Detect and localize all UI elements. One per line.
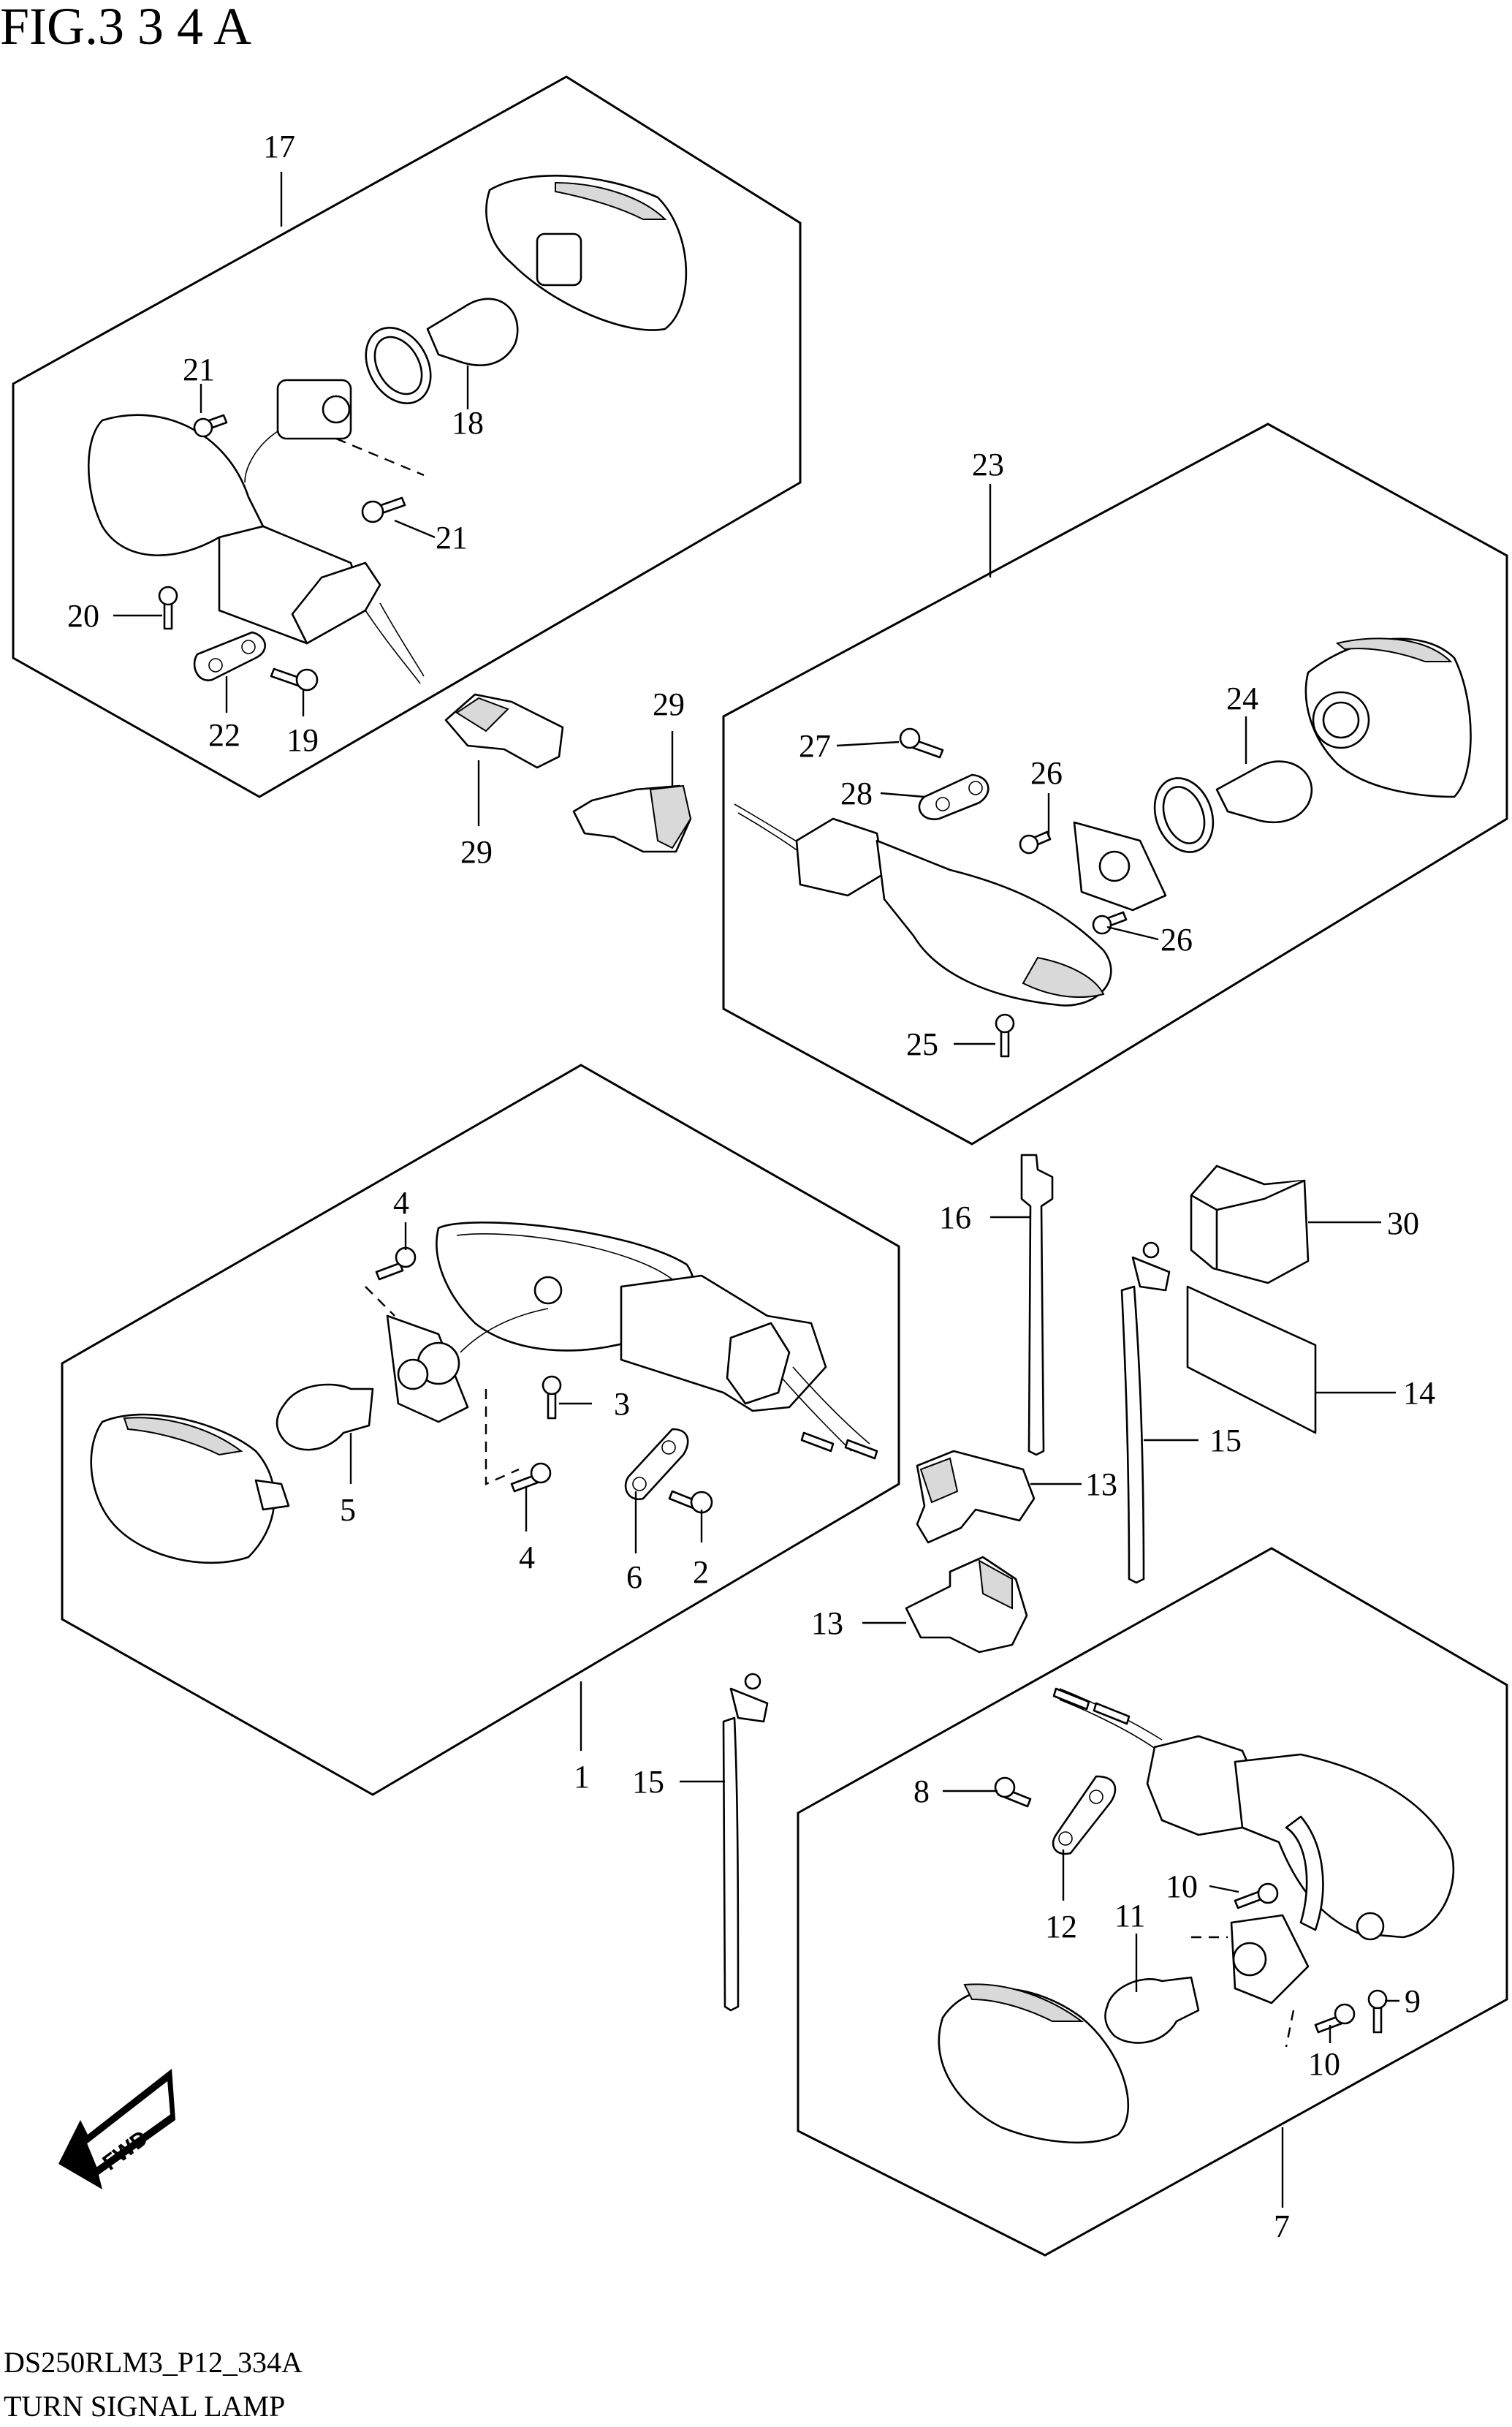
callout-20: 20 [67,598,99,634]
callout-11: 11 [1114,1898,1145,1934]
cable-tie-15-right [1120,1241,1171,1584]
clip-13 [905,1450,1036,1654]
turn-signal-lamp-1 [90,1222,878,1564]
footer-code: DS250RLM3_P12_334A [4,2346,303,2379]
callout-8: 8 [913,1773,930,1809]
cable-tie-15-left [722,1673,769,2012]
callout-13-upper: 13 [1085,1466,1117,1502]
clip-29 [444,693,692,853]
callout-26-lower: 26 [1160,922,1193,958]
callout-15-right: 15 [1209,1423,1242,1458]
turn-signal-lamp-7 [938,1687,1455,2144]
callout-13-lower: 13 [811,1605,843,1641]
callout-3: 3 [614,1386,630,1422]
callout-5: 5 [340,1492,356,1528]
callout-25: 25 [906,1026,938,1062]
callout-27: 27 [799,728,831,764]
callout-10-lower: 10 [1308,2046,1340,2082]
turn-signal-lamp-17 [88,175,688,692]
callout-26-upper: 26 [1030,755,1063,791]
tape-14 [1186,1285,1317,1434]
callout-21-lower: 21 [436,520,468,556]
callout-6: 6 [626,1559,642,1595]
callout-14: 14 [1403,1375,1435,1411]
leader-lines [113,172,1399,2208]
callout-18: 18 [452,405,484,441]
callout-19: 19 [286,722,319,758]
relay-30 [1190,1165,1310,1284]
callout-30: 30 [1387,1205,1419,1241]
figure-title: FIG.3 3 4 A [0,0,251,56]
callout-29-right: 29 [653,686,685,722]
callout-4-upper: 4 [393,1185,409,1221]
callout-labels: 17 18 21 21 20 22 19 29 29 23 24 27 28 2… [67,129,1435,2244]
callout-15-left: 15 [632,1764,664,1800]
callout-7: 7 [1274,2208,1290,2244]
callout-29-left: 29 [460,834,493,870]
assembly-panel-7 [797,1547,1508,2257]
turn-signal-lamp-23 [734,637,1472,1058]
callout-16: 16 [939,1200,971,1235]
assembly-panel-23 [722,423,1508,1146]
callout-1: 1 [574,1759,590,1795]
callout-12: 12 [1045,1909,1077,1945]
callout-9: 9 [1405,1983,1421,2019]
assembly-panel-17 [12,75,802,798]
callout-10-upper: 10 [1166,1868,1198,1904]
callout-2: 2 [693,1554,709,1590]
callout-21-upper: 21 [183,352,215,387]
cable-tie-16 [1020,1154,1054,1456]
footer-caption: TURN SIGNAL LAMP [4,2390,285,2423]
callout-22: 22 [208,717,240,753]
callout-28: 28 [840,776,873,811]
callout-17: 17 [263,129,295,164]
callout-23: 23 [972,447,1004,482]
callout-24: 24 [1226,681,1258,716]
assembly-panel-1 [61,1064,900,1796]
callout-4-lower: 4 [519,1540,535,1575]
fwd-arrow-icon: FWD [58,2069,175,2189]
